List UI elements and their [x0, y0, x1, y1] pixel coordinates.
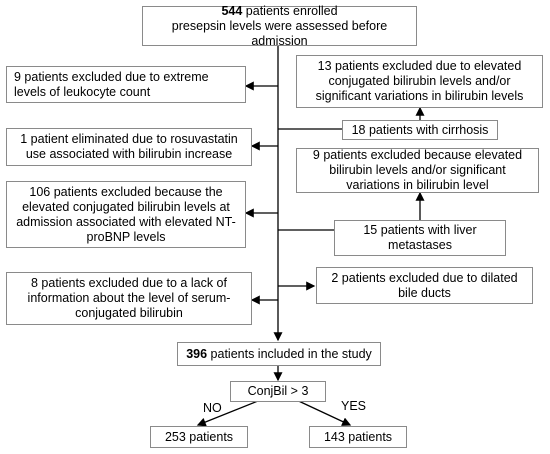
box-line: variations in bilirubin level — [346, 178, 489, 192]
box-line: bilirubin levels and/or significant — [329, 163, 506, 177]
box-line: proBNP levels — [86, 229, 166, 244]
enrolled-box: 544 patients enrolled presepsin levels w… — [142, 3, 417, 48]
liver-metastases-box: 15 patients with liver metastases — [334, 220, 506, 256]
box-line: significant variations in bilirubin leve… — [315, 89, 524, 103]
criterion-text: ConjBil > 3 — [247, 384, 309, 398]
box-line: 2 patients excluded due to dilated — [331, 270, 518, 285]
box-line: 15 patients with liver — [363, 223, 477, 237]
box-line: 1 patient eliminated due to rosuvastatin — [20, 132, 238, 146]
box-line: use associated with bilirubin increase — [25, 147, 233, 161]
included-box: 396 patients included in the study — [177, 342, 381, 366]
branch-yes-label: YES — [341, 399, 367, 413]
result-no-box: 253 patients — [150, 426, 248, 448]
excluded-bile-ducts-box: 2 patients excluded due to dilated bile … — [316, 267, 533, 304]
result-yes-text: 143 patients — [323, 429, 393, 444]
result-yes-box: 143 patients — [309, 426, 407, 448]
result-no-text: 253 patients — [164, 429, 234, 444]
excluded-ntprobnp-box: 106 patients excluded because the elevat… — [6, 181, 246, 248]
box-line: admission associated with elevated NT- — [16, 214, 236, 229]
box-line: 8 patients excluded due to a lack of — [31, 276, 227, 290]
box-line: elevated conjugated bilirubin levels at — [22, 199, 230, 214]
excluded-missing-info-box: 8 patients excluded due to a lack of inf… — [6, 272, 252, 325]
excluded-rosuvastatin-box: 1 patient eliminated due to rosuvastatin… — [6, 128, 252, 166]
box-line: information about the level of serum- — [27, 291, 231, 305]
box-line: 13 patients excluded due to elevated — [317, 59, 522, 73]
box-line: 9 patients excluded due to extreme — [14, 69, 209, 84]
enrolled-subtext: presepsin levels were assessed before ad… — [171, 18, 388, 48]
branch-no-label: NO — [203, 401, 222, 415]
box-line: conjugated bilirubin — [75, 306, 183, 320]
box-line: metastases — [388, 238, 452, 252]
box-line: conjugated bilirubin levels and/or — [328, 74, 511, 88]
box-line: 9 patients excluded because elevated — [312, 148, 523, 162]
box-line: levels of leukocyte count — [14, 84, 151, 99]
included-count: 396 — [186, 346, 208, 361]
box-line: 106 patients excluded because the — [29, 184, 223, 199]
excluded-leukocyte-box: 9 patients excluded due to extreme level… — [6, 66, 246, 103]
excluded-metastases-bilirubin-box: 9 patients excluded because elevated bil… — [296, 148, 539, 193]
enrolled-text: patients enrolled — [242, 3, 338, 18]
criterion-box: ConjBil > 3 — [230, 381, 326, 402]
included-text: patients included in the study — [207, 346, 372, 361]
box-line: bile ducts — [398, 285, 451, 300]
excluded-cirrhosis-bilirubin-box: 13 patients excluded due to elevated con… — [296, 55, 543, 108]
cirrhosis-box: 18 patients with cirrhosis — [342, 120, 498, 140]
enrolled-count: 544 — [221, 3, 243, 18]
box-line: 18 patients with cirrhosis — [351, 122, 489, 137]
